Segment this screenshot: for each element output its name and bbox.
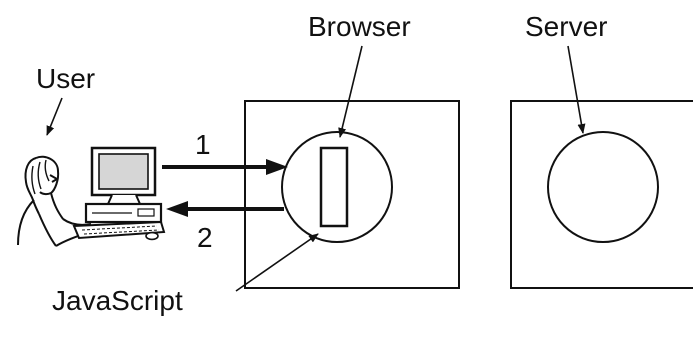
- user-label: User: [36, 63, 95, 94]
- request-arrow: [162, 159, 288, 175]
- javascript-block: [321, 148, 347, 226]
- step-1-label: 1: [195, 129, 211, 160]
- server-pointer-arrow: [568, 46, 583, 133]
- javascript-pointer-arrow: [236, 234, 318, 291]
- javascript-label: JavaScript: [52, 285, 183, 316]
- server-process-circle: [548, 132, 658, 242]
- step-2-label: 2: [197, 222, 213, 253]
- browser-pointer-arrow: [340, 46, 362, 137]
- server-label: Server: [525, 11, 607, 42]
- monitor-screen-icon: [99, 154, 148, 189]
- browser-label: Browser: [308, 11, 411, 42]
- response-arrow: [166, 201, 284, 217]
- mouse-icon: [146, 233, 158, 240]
- computer-icon: [74, 148, 164, 239]
- user-pointer-arrow: [47, 98, 62, 135]
